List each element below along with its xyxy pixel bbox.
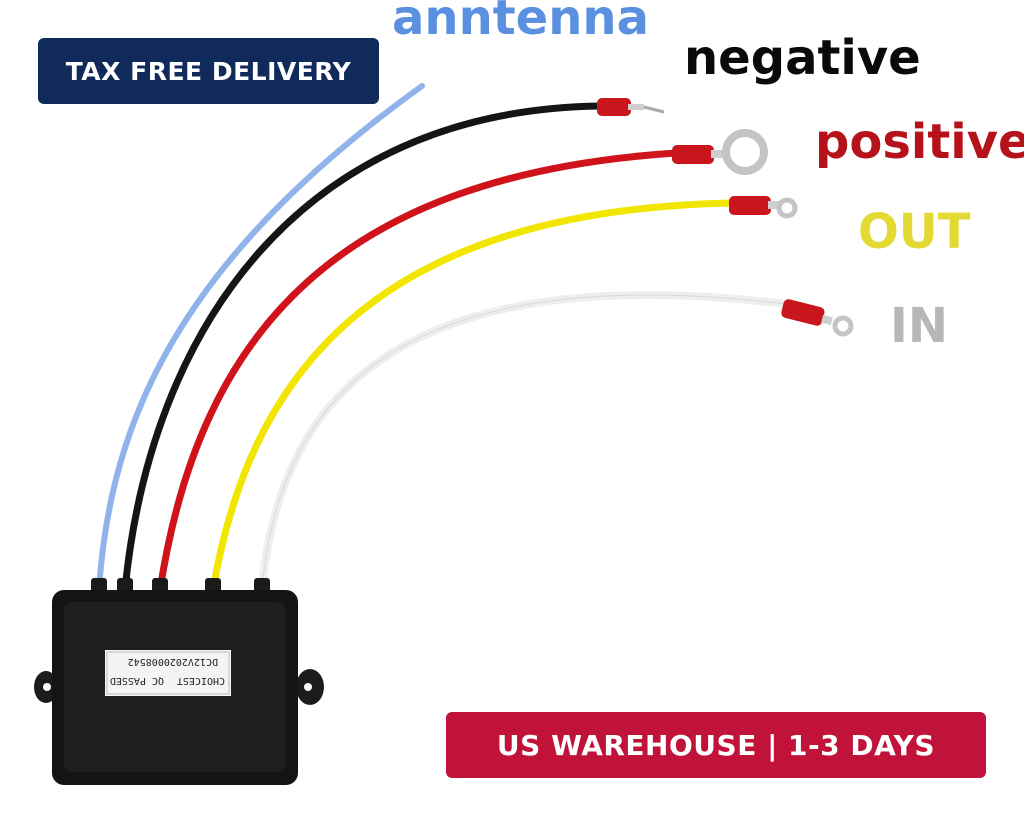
product-sticker: CHOICEST QC PASSED DC12V2020008542 [105, 650, 231, 696]
positive-wire [156, 149, 680, 594]
negative-terminal [597, 98, 665, 116]
sticker-brand: CHOICEST [177, 675, 225, 686]
tax-free-delivery-badge: TAX FREE DELIVERY [38, 38, 379, 104]
us-warehouse-badge: US WAREHOUSE | 1-3 DAYS [446, 712, 986, 778]
sticker-qc: QC PASSED [110, 675, 164, 686]
sticker-serial: DC12V2020008542 [128, 656, 218, 667]
out-terminal [729, 196, 798, 219]
in-label: IN [890, 298, 949, 354]
out-wire [209, 199, 736, 594]
antenna-wire [96, 83, 425, 593]
negative-label: negative [684, 30, 921, 86]
positive-terminal [672, 129, 768, 175]
out-label: OUT [858, 204, 971, 260]
positive-label: positive [815, 114, 1024, 170]
in-wire [258, 290, 790, 594]
in-terminal [781, 299, 854, 337]
negative-wire [121, 102, 604, 594]
antenna-label: anntenna [392, 0, 649, 46]
